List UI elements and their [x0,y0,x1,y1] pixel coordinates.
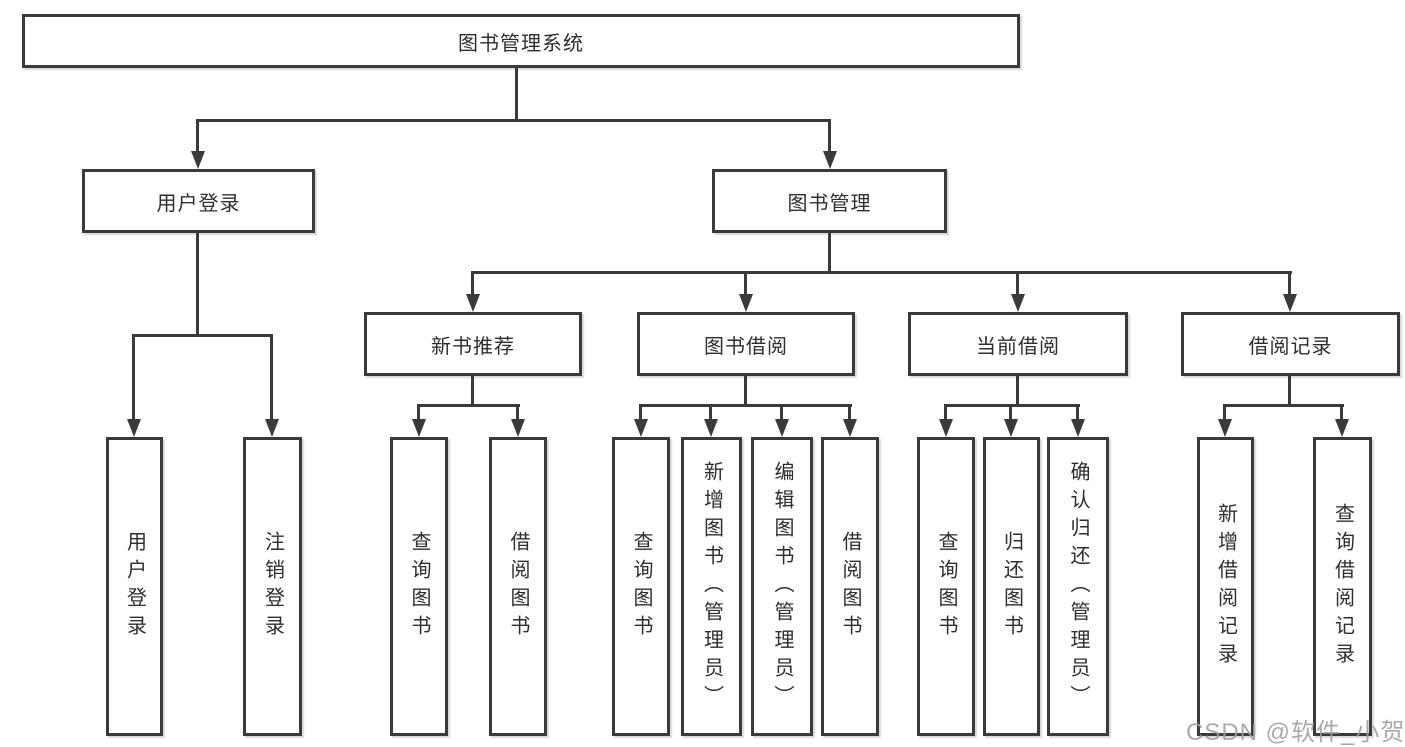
connector-line [471,376,474,407]
arrowhead-icon [1071,419,1085,437]
connector-line [744,271,747,297]
connector-line [944,404,1080,407]
connector-line [1340,404,1343,422]
leaf-confirm-return-admin: 确认归还（管理员） [1047,437,1109,736]
connector-line [828,233,831,274]
connector-line [1016,271,1019,297]
leaf-borrow-books-recommend: 借阅图书 [489,437,547,736]
leaf-label: 查询图书 [408,530,430,643]
arrowhead-icon [1004,419,1018,437]
leaf-label: 编辑图书（管理员） [771,460,793,713]
arrowhead-icon [823,151,837,169]
leaf-user-login: 用户登录 [106,437,163,736]
node-label: 图书管理 [787,192,872,215]
node-label: 新书推荐 [431,335,515,358]
connector-line [848,404,851,422]
node-label: 图书借阅 [704,335,788,358]
arrowhead-icon [1335,419,1349,437]
leaf-query-books-borrowing: 查询图书 [612,437,670,736]
arrowhead-icon [1283,294,1297,312]
connector-line [780,404,783,422]
leaf-label: 用户登录 [123,530,146,643]
node-book-management: 图书管理 [712,169,947,233]
connector-line [639,404,852,407]
arrowhead-icon [127,419,141,437]
connector-line [417,404,520,407]
leaf-label: 查询图书 [935,530,957,643]
leaf-label: 查询借阅记录 [1331,502,1354,671]
arrowhead-icon [191,151,205,169]
node-label: 当前借阅 [976,335,1060,358]
arrowhead-icon [412,419,426,437]
node-new-book-recommend: 新书推荐 [364,312,582,376]
arrowhead-icon [739,294,753,312]
connector-line [944,404,947,422]
connector-line [516,404,519,422]
leaf-query-books-recommend: 查询图书 [390,437,448,736]
leaf-label: 查询图书 [630,530,652,643]
arrowhead-icon [843,419,857,437]
connector-line [417,404,420,422]
leaf-return-books: 归还图书 [983,437,1040,736]
connector-line [709,404,712,422]
connector-line [1223,404,1226,422]
node-borrowing-records: 借阅记录 [1181,312,1400,376]
node-label: 图书管理系统 [458,32,584,55]
connector-line [471,271,474,297]
arrowhead-icon [775,419,789,437]
connector-line [515,67,518,122]
leaf-query-books-current: 查询图书 [917,437,975,736]
node-label: 借阅记录 [1248,335,1333,358]
leaf-label: 借阅图书 [507,530,529,643]
arrowhead-icon [1011,294,1025,312]
node-label: 用户登录 [156,192,241,215]
arrowhead-icon [265,419,279,437]
leaf-label: 确认归还（管理员） [1067,460,1089,713]
node-current-borrowing: 当前借阅 [908,312,1128,376]
connector-line [1223,404,1344,407]
connector-line [471,271,1292,274]
connector-line [1016,376,1019,407]
leaf-logout: 注销登录 [243,437,302,736]
node-user-login: 用户登录 [82,169,315,233]
leaf-add-books-admin: 新增图书（管理员） [681,437,742,736]
connector-line [132,334,273,337]
arrowhead-icon [1218,419,1232,437]
connector-line [1009,404,1012,422]
leaf-label: 新增借阅记录 [1214,502,1237,671]
connector-line [196,119,199,153]
arrowhead-icon [634,419,648,437]
connector-line [196,233,199,337]
connector-line [828,119,831,153]
arrowhead-icon [511,419,525,437]
connector-line [132,334,135,422]
arrowhead-icon [466,294,480,312]
connector-line [196,119,831,122]
node-book-borrowing: 图书借阅 [637,312,855,376]
leaf-edit-books-admin: 编辑图书（管理员） [751,437,813,736]
connector-line [639,404,642,422]
leaf-query-borrow-record: 查询借阅记录 [1313,437,1372,736]
connector-line [744,376,747,407]
connector-line [1288,271,1291,297]
leaf-label: 注销登录 [261,530,284,643]
connector-line [1288,376,1291,407]
node-root-library-system: 图书管理系统 [22,14,1020,68]
leaf-add-borrow-record: 新增借阅记录 [1197,437,1254,736]
arrowhead-icon [704,419,718,437]
connector-line [1076,404,1079,422]
leaf-label: 归还图书 [1000,530,1023,643]
leaf-label: 借阅图书 [839,530,861,643]
leaf-label: 新增图书（管理员） [700,460,723,713]
arrowhead-icon [939,419,953,437]
connector-line [270,334,273,422]
leaf-borrow-books-borrowing: 借阅图书 [821,437,879,736]
csdn-watermark: CSDN @软件_小贺同学 [1186,719,1405,746]
